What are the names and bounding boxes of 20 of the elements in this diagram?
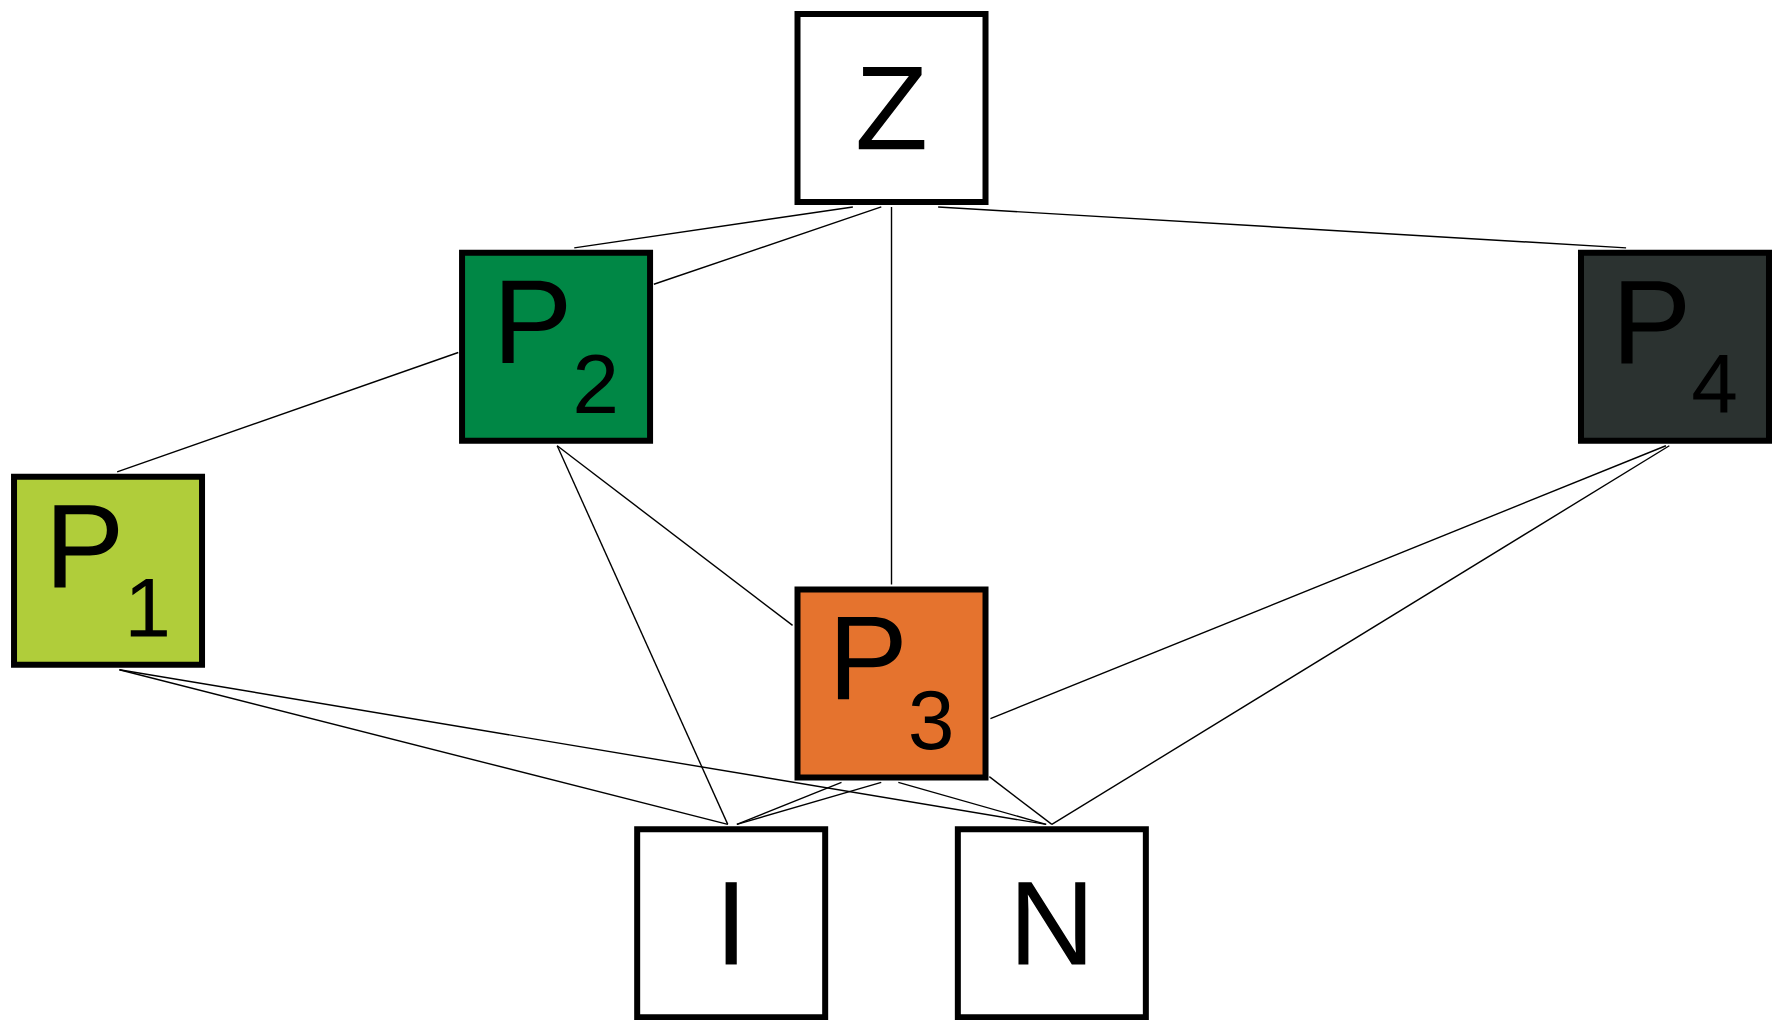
connector-line [573, 206, 854, 249]
connector-line [897, 781, 1047, 826]
letter-box: P$_{3}$ [794, 586, 989, 781]
connector-line [988, 775, 1053, 826]
connector-line [989, 445, 1667, 720]
letter-box: Z [794, 11, 989, 206]
connector-line [1051, 445, 1670, 826]
letter-box: P$_{1}$ [11, 473, 206, 668]
connector-line [736, 781, 882, 826]
letter-box: P$_{2}$ [459, 249, 654, 444]
connector-line [556, 445, 729, 826]
letter-box: I [634, 826, 829, 1020]
connector-line [937, 206, 1627, 249]
connector-line [116, 351, 459, 473]
connector-line [890, 206, 893, 586]
letter-box: N [954, 826, 1149, 1020]
connector-line [118, 669, 1047, 826]
connector-line [653, 206, 882, 285]
connector-line [118, 669, 729, 826]
connector-line [556, 445, 794, 627]
